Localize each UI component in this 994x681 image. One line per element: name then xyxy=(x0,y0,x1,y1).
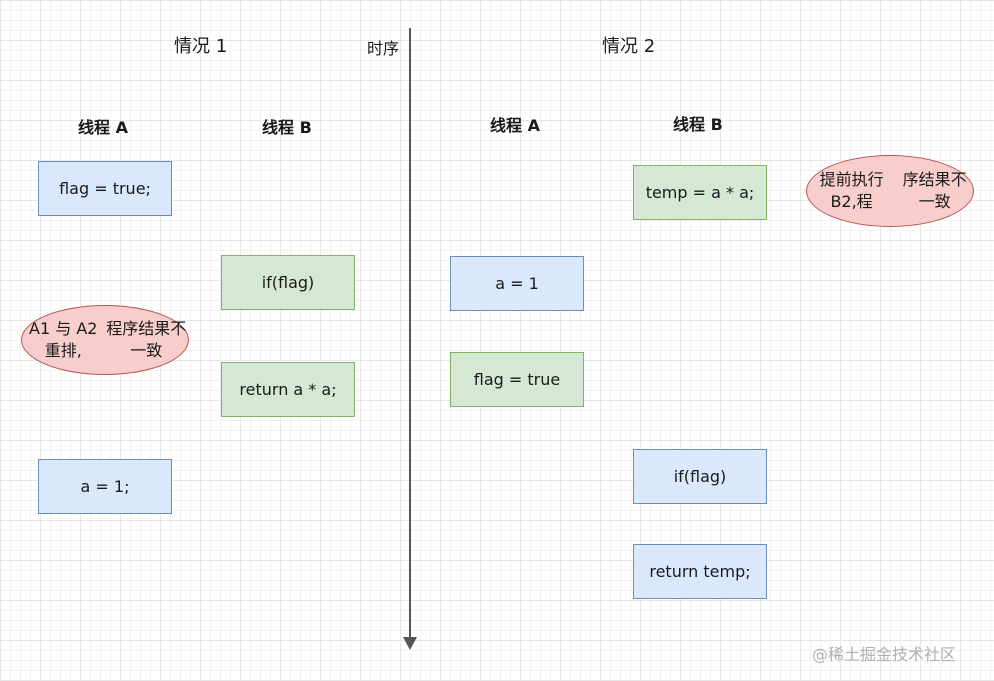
case1-step-a2: a = 1; xyxy=(38,459,172,514)
case2-step-b3: return temp; xyxy=(633,544,767,599)
case1-step-b1: if(flag) xyxy=(221,255,355,310)
case1-title: 情况 1 xyxy=(174,36,228,57)
case2-step-a2: flag = true xyxy=(450,352,584,407)
case2-early-exec-note: 提前执行 B2,程 序结果不一致 xyxy=(806,155,974,227)
case2-note-line1: 提前执行 B2,程 xyxy=(819,170,884,211)
case2-thread-b-label: 线程 B xyxy=(673,115,723,134)
case1-thread-a-label: 线程 A xyxy=(78,118,128,137)
case2-step-b2: if(flag) xyxy=(633,449,767,504)
case1-step-b2: return a * a; xyxy=(221,362,355,417)
case1-note-line2: 程序结果不一致 xyxy=(106,319,187,360)
case1-step-a1: flag = true; xyxy=(38,161,172,216)
case2-title: 情况 2 xyxy=(602,36,656,57)
watermark: @稀土掘金技术社区 xyxy=(812,645,957,664)
case2-step-b1: temp = a * a; xyxy=(633,165,767,220)
case1-reorder-note: A1 与 A2 重排, 程序结果不一致 xyxy=(21,305,189,375)
case2-thread-a-label: 线程 A xyxy=(490,116,540,135)
case1-note-line1: A1 与 A2 重排, xyxy=(29,319,98,360)
timeline-label: 时序 xyxy=(367,39,400,58)
timeline-arrowhead xyxy=(403,637,417,650)
case2-step-a1: a = 1 xyxy=(450,256,584,311)
case1-thread-b-label: 线程 B xyxy=(262,118,312,137)
case2-note-line2: 序结果不一致 xyxy=(902,170,967,211)
